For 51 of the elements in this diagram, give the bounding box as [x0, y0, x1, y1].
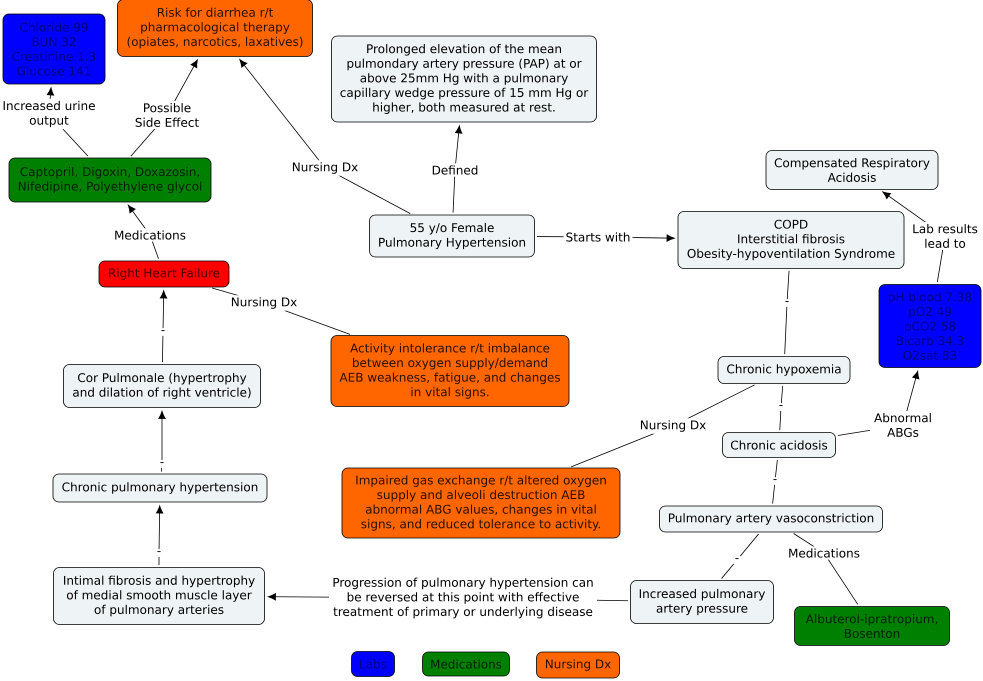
concept-box: Right Heart Failure [98, 260, 230, 288]
concept-box: Chronic hypoxemia [718, 356, 850, 384]
edge-label: Defined [430, 163, 480, 177]
arrow [158, 410, 166, 472]
connector-line [779, 386, 784, 430]
legend-key: Medications [422, 652, 510, 676]
arrow [156, 505, 164, 566]
edge-label: Nursing Dx [638, 418, 708, 434]
connector-line [772, 459, 778, 504]
edge-label: Possible Side Effect [129, 101, 205, 129]
concept-box: Cor Pulmonale (hypertrophy and dilation of right ventricle) [63, 364, 261, 408]
edge-label: Nursing Dx [290, 160, 360, 176]
edge-label: - [154, 549, 164, 557]
edge-label: - [776, 403, 786, 411]
edge-label: Progression of pulmonary hypertension can be reversed at this point with effective treatment of primary or underlying disease [329, 576, 597, 620]
arrow [239, 59, 411, 214]
nursing-diagnosis-box: Risk for diarrhea r/t pharmacological therapy (opiates, narcotics, laxatives) [117, 0, 313, 57]
medication-box: Captopril, Digoxin, Doxazosin, Nifedipine, Polyethylene glycol [8, 158, 212, 202]
arrow [128, 204, 159, 260]
concept-box: Prolonged elevation of the mean pulmondary artery pressure (PAP) at or above 25mm Hg with a pulmonary capillary wedge pressure of 15 mm Hg or higher, both measured at rest. [331, 36, 597, 122]
legend-key: Nursing Dx [536, 652, 620, 678]
edge-label: Starts with [564, 230, 632, 244]
concept-box: Chronic acidosis [722, 432, 836, 458]
edge-label: - [770, 477, 780, 485]
edge-label: Nursing Dx [228, 295, 300, 311]
edge-label: - [732, 556, 742, 564]
lab-values-box: pH blood 7.38 pO2 49 pCO2 58 Bicarb 34.3 O2sat 83 [878, 284, 982, 368]
concept-box: 55 y/o Female Pulmonary Hypertension [369, 214, 535, 258]
concept-box: Increased pulmonary artery pressure [630, 580, 774, 624]
edge-label: Medications [786, 546, 862, 560]
concept-box: Compensated Respiratory Acidosis [766, 150, 938, 190]
edge-label: Abnormal ABGs [870, 411, 936, 439]
edge-label: Increased urine output [0, 98, 101, 130]
edge-label: - [158, 460, 166, 468]
concept-box: Pulmonary artery vasoconstriction [659, 506, 883, 532]
nursing-diagnosis-box: Activity intolerance r/t imbalance between oxygen supply/demand AEB weakness, fatigue, and changes in vital signs. [330, 335, 570, 407]
medication-box: Albuterol-ipratropium, Bosenton [794, 606, 950, 646]
edge-label: Lab results lead to [908, 222, 982, 250]
edge-label: Medications [112, 228, 188, 242]
connector-line [784, 270, 790, 354]
connector-line [721, 534, 760, 579]
arrow [160, 290, 168, 362]
concept-box: COPD Interstitial fibrosis Obesity-hypoventilation Syndrome [678, 211, 904, 269]
lab-values-box: Chloride 99 BUN 32 Creatinine 1.3 Glucose 141 [2, 14, 106, 84]
concept-box: Intimal fibrosis and hypertrophy of medial smooth muscle layer of pulmonary arteries [53, 567, 265, 625]
nursing-diagnosis-box: Impaired gas exchange r/t altered oxygen supply and alveoli destruction AEB abnormal ABG values, changes in vital signs, and reduced tolerance to activity. [342, 468, 620, 538]
concept-box: Chronic pulmonary hypertension [52, 474, 268, 502]
edge-label: - [158, 328, 168, 336]
edge-label: - [782, 299, 792, 307]
legend-key: Labs [351, 651, 395, 677]
arrow [452, 125, 462, 213]
